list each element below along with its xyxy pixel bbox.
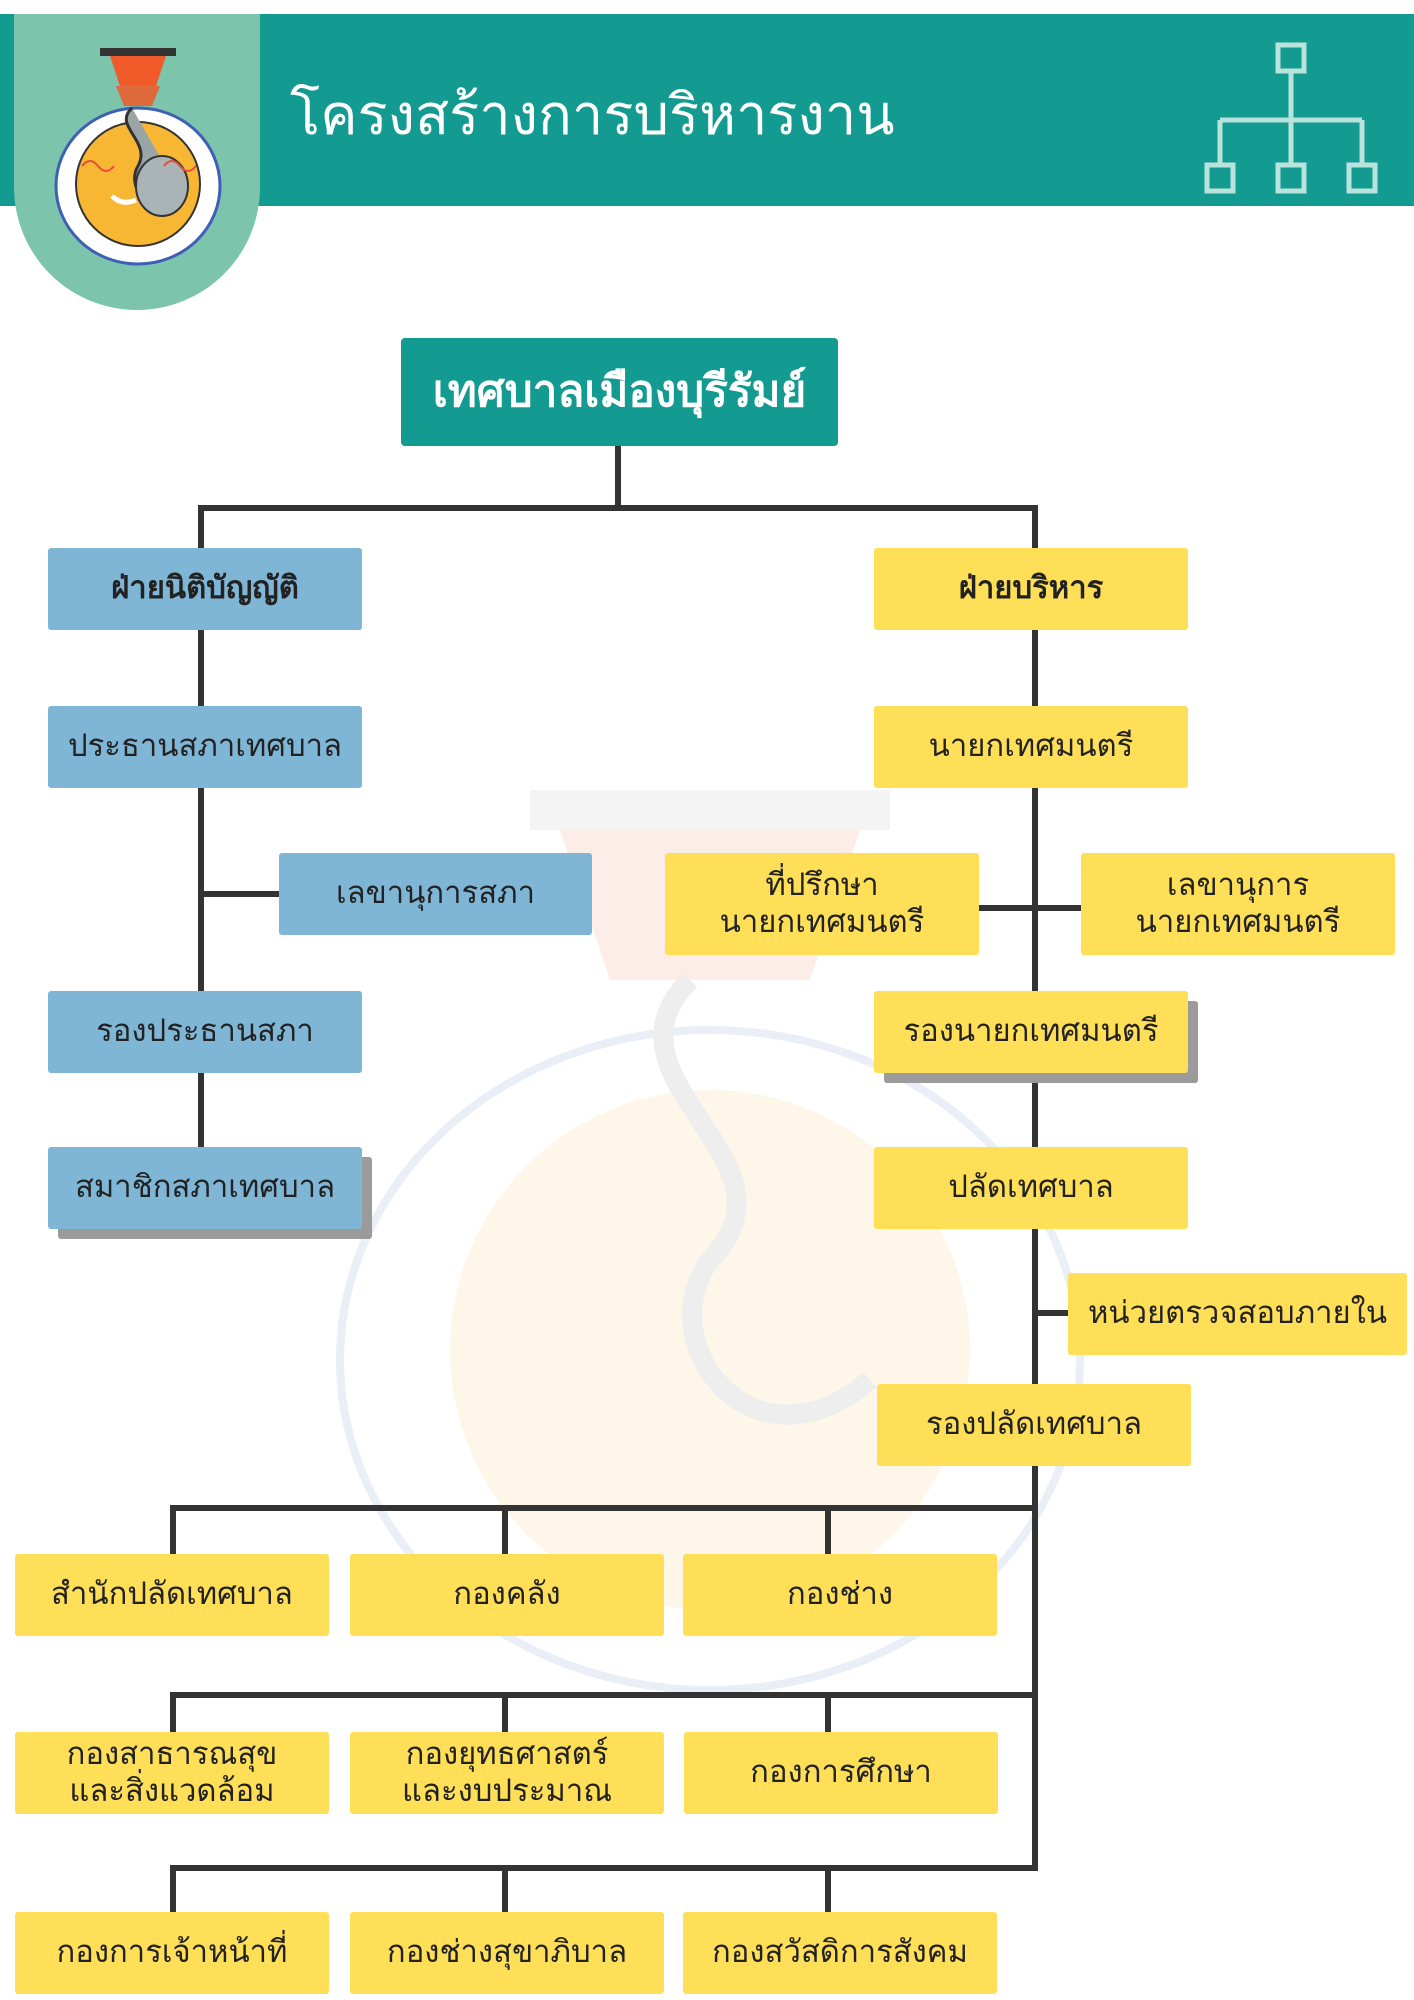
internal-audit-node: หน่วยตรวจสอบภายใน bbox=[1068, 1273, 1407, 1355]
division-label-line2: และงบประมาณ bbox=[401, 1773, 613, 1809]
municipal-clerk-label: ปลัดเทศบาล bbox=[948, 1169, 1114, 1206]
hierarchy-icon bbox=[1204, 42, 1378, 194]
division-node: กองสวัสดิการสังคม bbox=[683, 1912, 997, 1994]
mayor-node: นายกเทศมนตรี bbox=[874, 706, 1188, 788]
page-title: โครงสร้างการบริหารงาน bbox=[290, 83, 895, 148]
deputy-clerk-label: รองปลัดเทศบาล bbox=[925, 1406, 1142, 1443]
council-chair-label: ประธานสภาเทศบาล bbox=[67, 728, 343, 765]
division-label: กองคลัง bbox=[453, 1576, 561, 1613]
legislative-head-label: ฝ่ายนิติบัญญัติ bbox=[111, 570, 299, 607]
mayor-secretary-line1: เลขานุการ bbox=[1166, 866, 1310, 903]
council-vice-chair-node: รองประธานสภา bbox=[48, 991, 362, 1073]
division-label: กองช่างสุขาภิบาล bbox=[386, 1934, 628, 1971]
municipality-seal-logo bbox=[54, 48, 222, 266]
division-label: กองสวัสดิการสังคม bbox=[712, 1934, 968, 1971]
division-label-line1: กองยุทธศาสตร์ bbox=[405, 1735, 609, 1772]
division-label: กองการเจ้าหน้าที่ bbox=[56, 1934, 288, 1971]
internal-audit-label: หน่วยตรวจสอบภายใน bbox=[1087, 1295, 1388, 1332]
mayor-advisor-node: ที่ปรึกษา นายกเทศมนตรี bbox=[665, 853, 979, 955]
division-label-line1: กองสาธารณสุข bbox=[66, 1735, 278, 1772]
mayor-label: นายกเทศมนตรี bbox=[928, 728, 1134, 765]
division-node: กองการเจ้าหน้าที่ bbox=[15, 1912, 329, 1994]
deputy-mayor-node: รองนายกเทศมนตรี bbox=[874, 991, 1188, 1073]
division-node: สำนักปลัดเทศบาล bbox=[15, 1554, 329, 1636]
council-chair-node: ประธานสภาเทศบาล bbox=[48, 706, 362, 788]
division-node: กองช่าง bbox=[683, 1554, 997, 1636]
division-node: กองยุทธศาสตร์ และงบประมาณ bbox=[350, 1732, 664, 1814]
division-label: กองช่าง bbox=[786, 1576, 894, 1613]
division-label: กองการศึกษา bbox=[750, 1754, 932, 1791]
division-label-line2: และสิ่งแวดล้อม bbox=[69, 1773, 275, 1809]
division-node: กองการศึกษา bbox=[684, 1732, 998, 1814]
council-members-label: สมาชิกสภาเทศบาล bbox=[74, 1169, 336, 1206]
mayor-advisor-line1: ที่ปรึกษา bbox=[765, 866, 879, 903]
mayor-advisor-line2: นายกเทศมนตรี bbox=[719, 904, 925, 940]
division-node: กองคลัง bbox=[350, 1554, 664, 1636]
executive-branch-node: ฝ่ายบริหาร bbox=[874, 548, 1188, 630]
division-node: กองช่างสุขาภิบาล bbox=[350, 1912, 664, 1994]
council-secretary-label: เลขานุการสภา bbox=[336, 875, 535, 912]
council-vice-chair-label: รองประธานสภา bbox=[96, 1013, 314, 1050]
deputy-clerk-node: รองปลัดเทศบาล bbox=[877, 1384, 1191, 1466]
root-label: เทศบาลเมืองบุรีรัมย์ bbox=[432, 365, 807, 417]
root-node: เทศบาลเมืองบุรีรัมย์ bbox=[401, 338, 838, 446]
mayor-secretary-node: เลขานุการ นายกเทศมนตรี bbox=[1081, 853, 1395, 955]
council-secretary-node: เลขานุการสภา bbox=[279, 853, 592, 935]
mayor-secretary-line2: นายกเทศมนตรี bbox=[1135, 904, 1341, 940]
deputy-mayor-label: รองนายกเทศมนตรี bbox=[903, 1013, 1159, 1050]
council-members-node: สมาชิกสภาเทศบาล bbox=[48, 1147, 362, 1229]
division-label: สำนักปลัดเทศบาล bbox=[51, 1576, 293, 1613]
municipal-clerk-node: ปลัดเทศบาล bbox=[874, 1147, 1188, 1229]
executive-head-label: ฝ่ายบริหาร bbox=[958, 570, 1104, 607]
legislative-branch-node: ฝ่ายนิติบัญญัติ bbox=[48, 548, 362, 630]
division-node: กองสาธารณสุข และสิ่งแวดล้อม bbox=[15, 1732, 329, 1814]
